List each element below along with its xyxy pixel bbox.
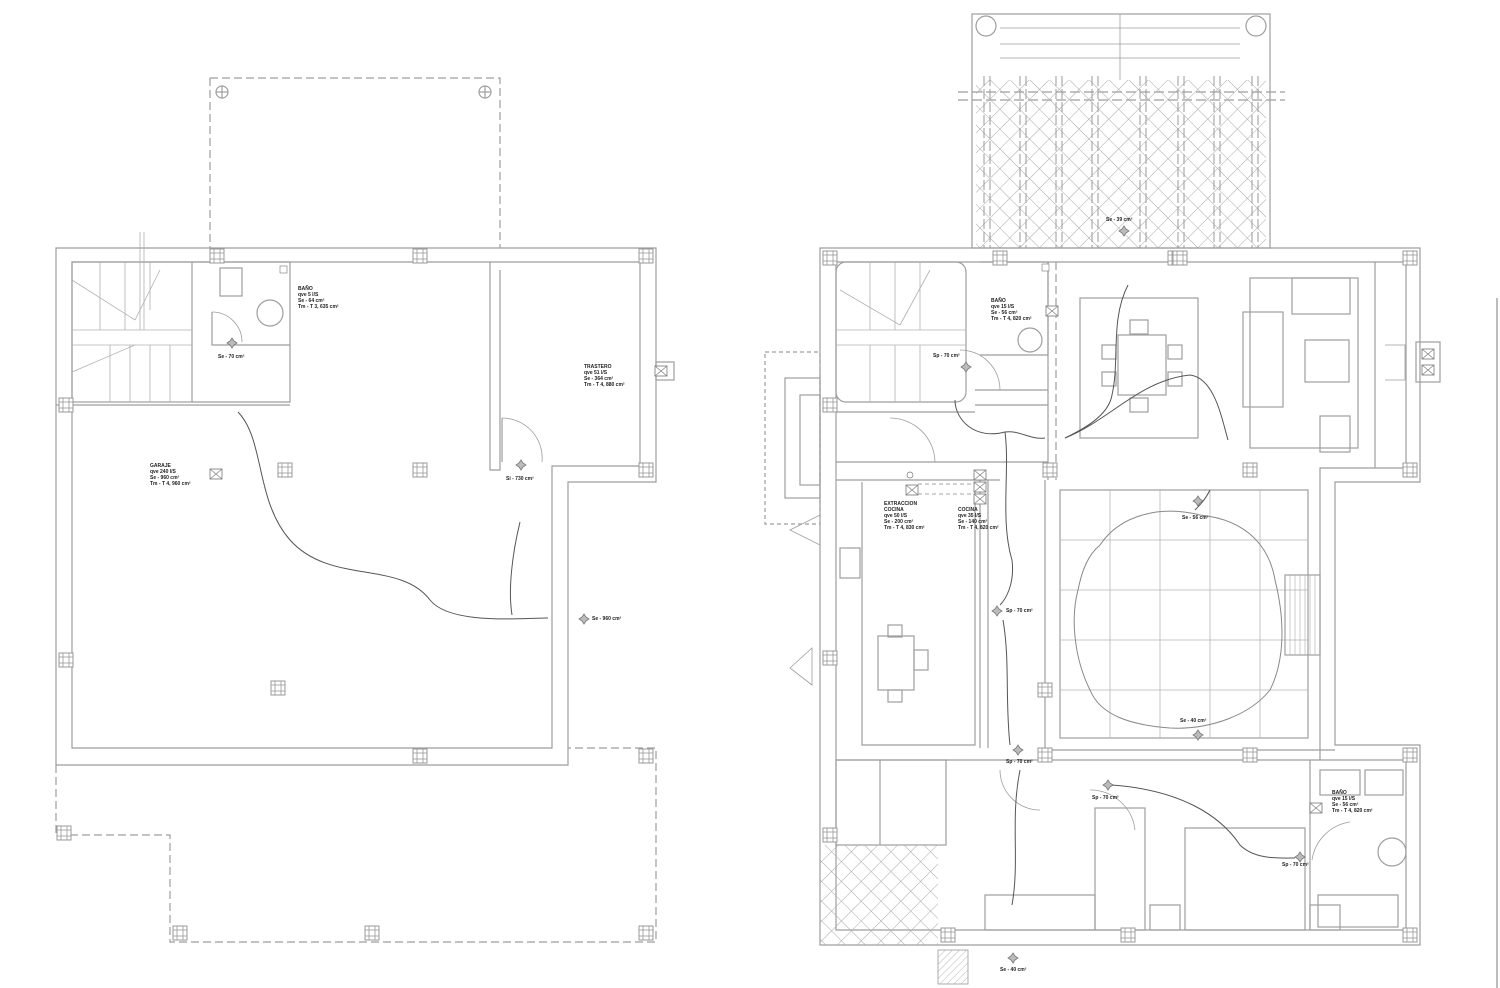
room-duct: Tm - T 4, 820 cm² [991, 316, 1032, 322]
room-label-garaje: GARAJE qve 240 l/S Se - 960 cm² Tm - T 4… [150, 463, 191, 487]
room-flow: qve 15 l/S [1332, 796, 1356, 802]
opening-label: Se - 40 cm² [1180, 718, 1207, 724]
room-flow: qve 50 l/S [884, 513, 908, 519]
room-section: Se - 364 cm² [584, 376, 614, 382]
room-name: BAÑO [991, 298, 1006, 304]
room-label-cocina: COCINA qve 35 l/S Se - 140 cm² Tm - T 4,… [958, 507, 999, 531]
opening-label: Sp - 70 cm² [1006, 608, 1033, 614]
lower-hatch [820, 845, 938, 945]
room-section: Se - 56 cm² [1332, 802, 1359, 808]
pergola-beams [983, 76, 1259, 248]
room-duct: Tm - T 4, 820 cm² [958, 525, 999, 531]
ground-floor-columns [56, 248, 654, 941]
room-label-bano-upper: BAÑO qve 15 l/S Se - 56 cm² Tm - T 4, 82… [991, 298, 1032, 322]
first-floor-symbols [905, 225, 1435, 964]
entrance-step-hatch [937, 949, 969, 985]
pergola-hatch [976, 80, 1266, 248]
room-duct: Tm - T 4, 830 cm² [884, 525, 925, 531]
room-duct: Tm - T 4, 960 cm² [150, 481, 191, 487]
room-label-extraccion-cocina: EXTRACCION COCINA qve 50 l/S Se - 200 cm… [884, 501, 925, 531]
opening-label: Se - 39 cm² [1106, 217, 1133, 223]
room-duct: Tm - T 4, 880 cm² [584, 382, 625, 388]
room-section: Se - 960 cm² [150, 475, 180, 481]
room-name: EXTRACCION [884, 501, 918, 507]
opening-label: Se - 960 cm² [592, 616, 622, 622]
opening-label: Sp - 70 cm² [1282, 862, 1309, 868]
first-floor-columns [822, 250, 1418, 943]
room-name-2: COCINA [884, 507, 904, 513]
room-name: BAÑO [1332, 790, 1347, 796]
room-name: GARAJE [150, 463, 171, 469]
room-name: BAÑO [298, 286, 313, 292]
room-section: Se - 56 cm² [991, 310, 1018, 316]
room-flow: qve 240 l/S [150, 469, 176, 475]
room-label-bano-ground: BAÑO qve 5 l/S Se - 64 cm² Tm - T 3, 635… [298, 286, 339, 310]
ground-floor-airflow-curves [237, 411, 549, 620]
room-section: Se - 200 cm² [884, 519, 914, 525]
opening-label: Se - 40 cm² [1000, 967, 1027, 973]
opening-label: Se - 56 cm² [1182, 515, 1209, 521]
room-flow: qve 15 l/S [991, 304, 1015, 310]
opening-label: Se - 70 cm² [218, 354, 245, 360]
room-label-bano-lower: BAÑO qve 15 l/S Se - 56 cm² Tm - T 4, 82… [1332, 790, 1373, 814]
ground-floor-symbols [209, 265, 668, 625]
opening-label: Sp - 70 cm² [1006, 759, 1033, 765]
ground-floor-plan [55, 77, 675, 943]
room-flow: qve 5 l/S [298, 292, 319, 298]
room-flow: qve 51 l/S [584, 370, 608, 376]
room-name: TRASTERO [584, 364, 612, 370]
room-duct: Tm - T 3, 635 cm² [298, 304, 339, 310]
room-label-trastero: TRASTERO qve 51 l/S Se - 364 cm² Tm - T … [584, 364, 625, 388]
room-section: Se - 140 cm² [958, 519, 988, 525]
opening-label: Si - 730 cm² [506, 476, 534, 482]
room-flow: qve 35 l/S [958, 513, 982, 519]
opening-label: Sp - 70 cm² [1092, 795, 1119, 801]
room-name: COCINA [958, 507, 978, 513]
opening-label: Sp - 70 cm² [933, 353, 960, 359]
room-duct: Tm - T 4, 820 cm² [1332, 808, 1373, 814]
first-floor-airflow-curves [954, 284, 1296, 906]
room-section: Se - 64 cm² [298, 298, 325, 304]
